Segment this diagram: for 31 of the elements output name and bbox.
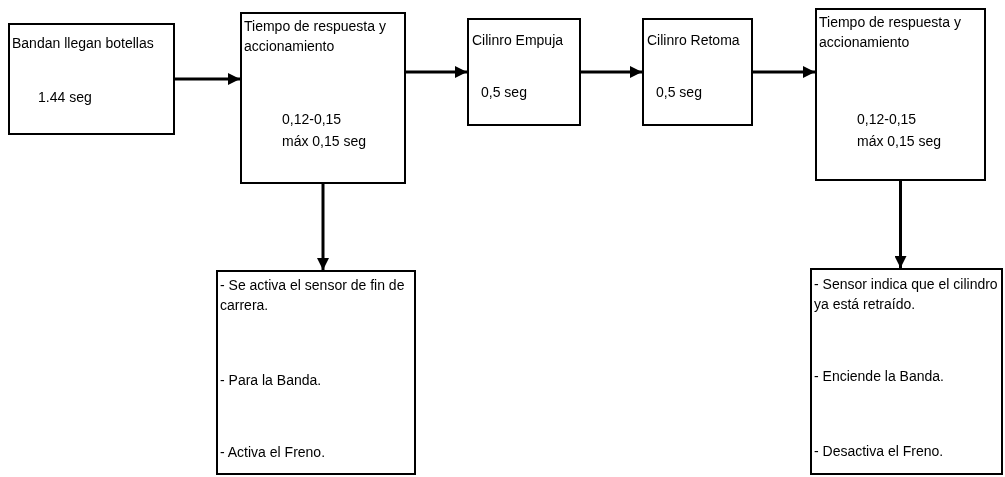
note-text: - Se activa el sensor de fin de carrera. — [220, 276, 406, 315]
step-title: Tiempo de respuesta y accionamiento — [819, 13, 962, 52]
note-box — [810, 268, 1003, 475]
step-title: Cilinro Empuja — [472, 31, 565, 50]
note-text: - Desactiva el Freno. — [814, 442, 945, 461]
step-title: Tiempo de respuesta y accionamiento — [244, 17, 387, 56]
duration-text: máx 0,15 seg — [857, 132, 943, 151]
step-title: Bandan llegan botellas — [12, 34, 155, 53]
arrow — [894, 181, 907, 268]
process-box — [240, 12, 406, 184]
arrow — [753, 66, 815, 78]
note-text: - Enciende la Banda. — [814, 367, 945, 386]
arrow — [175, 73, 240, 85]
note-text: - Activa el Freno. — [220, 443, 327, 462]
arrow — [317, 184, 329, 270]
note-text: - Para la Banda. — [220, 371, 323, 390]
duration-text: 0,12-0,15 — [282, 110, 343, 129]
process-box — [8, 23, 175, 135]
process-box — [815, 8, 986, 181]
note-text: - Sensor indica que el cilindro ya está retraído. — [814, 275, 999, 314]
step-title: Cilinro Retoma — [647, 31, 741, 50]
arrow — [581, 66, 642, 78]
note-box — [216, 270, 416, 475]
arrow — [406, 66, 467, 78]
duration-text: 0,5 seg — [481, 83, 528, 102]
duration-text: 1.44 seg — [38, 88, 93, 107]
duration-text: 0,12-0,15 — [857, 110, 918, 129]
process-box — [642, 18, 753, 126]
process-box — [467, 18, 581, 126]
duration-text: máx 0,15 seg — [282, 132, 368, 151]
duration-text: 0,5 seg — [656, 83, 703, 102]
